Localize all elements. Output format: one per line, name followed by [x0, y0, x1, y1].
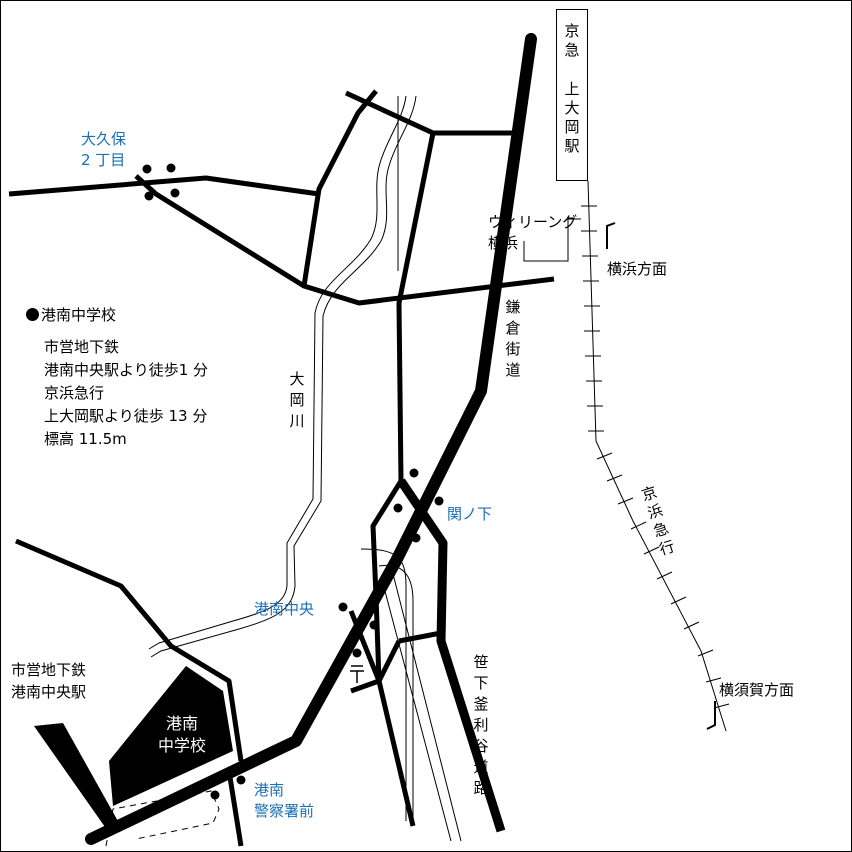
ooka-river-label: 大岡川 — [289, 370, 305, 430]
access-1-detail: 港南中央駅より徒歩1 分 — [44, 361, 209, 379]
bus-stop-okubo — [170, 188, 180, 198]
bus-stop-okubo — [144, 191, 154, 201]
station-name-label: 上大岡駅 — [564, 80, 580, 155]
wiring-label-1: ウィリーング — [488, 213, 578, 231]
yokohama-direction-label: 横浜方面 — [607, 260, 668, 278]
bus-stop-sekinoshita — [434, 496, 444, 506]
okubo-label-1: 大久保 — [81, 130, 127, 148]
school-map-label: 港南 中学校 — [157, 714, 206, 755]
kamiooka-station-box: 京急 上大岡駅 — [556, 9, 588, 181]
kamakura-kaido — [85, 33, 537, 845]
station-line-label: 京急 — [564, 22, 580, 59]
school-heading: 港南中学校 — [26, 304, 208, 327]
bus-stop-okubo — [142, 164, 152, 174]
okubo-label-2: 2 丁目 — [81, 151, 126, 169]
bus-stop-sekinoshita — [409, 468, 419, 478]
yokosuka-arrow — [706, 701, 716, 730]
wiring-building — [523, 218, 581, 262]
sekinoshita-label: 関ノ下 — [447, 505, 493, 523]
access-info: 港南中学校 市営地下鉄 港南中央駅より徒歩1 分 京浜急行 上大岡駅より徒歩 1… — [26, 304, 208, 451]
wiring-label-2: 横浜 — [488, 234, 519, 252]
access-2-line: 京浜急行 — [44, 384, 105, 402]
school-bullet-icon — [26, 308, 39, 321]
post-office-icon — [350, 665, 364, 683]
bus-stop-konan-chuo — [369, 620, 379, 630]
subway-station-label-1: 市営地下鉄 — [11, 661, 87, 679]
direction-arrows — [606, 222, 716, 730]
bus-stop-konan-chuo — [352, 648, 362, 658]
kamakura-kaido-label: 鎌倉街道 — [505, 298, 521, 379]
bus-stop-sekinoshita — [393, 503, 403, 513]
police-label-1: 港南 — [254, 781, 285, 799]
bus-stop-sekinoshita — [411, 533, 421, 543]
bus-stop-police — [210, 790, 220, 800]
elevation: 標高 11.5m — [44, 430, 127, 448]
bus-stops — [142, 163, 444, 800]
access-2-detail: 上大岡駅より徒歩 13 分 — [44, 407, 208, 425]
local-roads — [8, 89, 555, 847]
police-label-2: 警察署前 — [254, 802, 315, 820]
bus-stop-police — [236, 775, 246, 785]
subway-station-label-2: 港南中央駅 — [11, 683, 87, 701]
school-block — [109, 666, 233, 806]
konan-chuo-label: 港南中央 — [254, 600, 315, 618]
bus-stop-konan-chuo — [338, 602, 348, 612]
yokohama-arrow — [606, 222, 616, 249]
sasage-road-label: 笹下釜利谷道路 — [473, 653, 489, 797]
keikyu-railway — [587, 180, 727, 732]
school-entrance-wedge — [34, 723, 119, 827]
sasage-kamariya-road — [397, 478, 506, 833]
bus-stop-okubo — [166, 163, 176, 173]
access-1-line: 市営地下鉄 — [44, 338, 120, 356]
major-roads — [85, 33, 537, 845]
yokosuka-direction-label: 横須賀方面 — [719, 681, 795, 699]
school-boundary — [105, 790, 220, 847]
railway-ticks — [581, 205, 730, 709]
ooka-river — [148, 95, 417, 658]
